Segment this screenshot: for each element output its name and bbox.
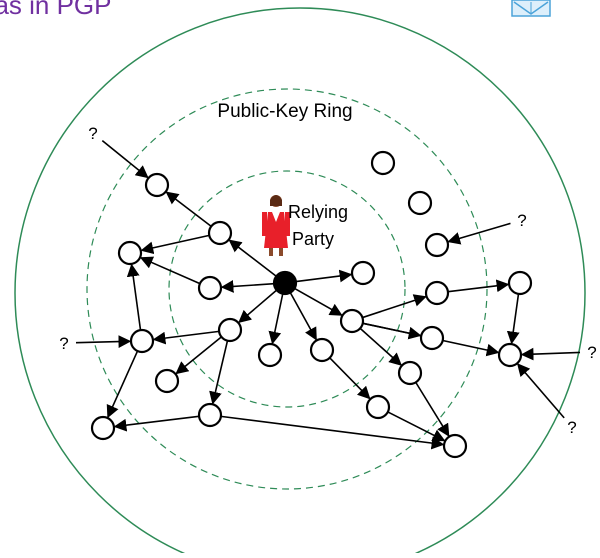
key-node [442, 433, 468, 459]
signature-edge [387, 411, 446, 442]
signature-edge [220, 280, 275, 293]
signature-edge [140, 234, 210, 255]
unknown-signature-edge [101, 139, 149, 179]
unknown-signer-label: ? [59, 334, 68, 353]
nodes [90, 150, 533, 459]
key-node [397, 360, 423, 386]
signature-edge [359, 327, 403, 366]
relying-party-label-1: Relying [288, 202, 348, 222]
signature-edge [506, 293, 520, 345]
trust-ring-outer [86, 88, 488, 490]
edges [106, 191, 520, 450]
unknown-signature-edge [520, 347, 581, 361]
outer-boundary [14, 7, 586, 558]
signature-edge [415, 381, 450, 437]
signature-edge [165, 191, 212, 227]
key-node [424, 232, 450, 258]
signature-edge [295, 269, 353, 283]
key-node [217, 317, 243, 343]
book-icon [511, 0, 551, 17]
unknown-signer-label: ? [587, 343, 596, 362]
unknown-signature-edge [447, 222, 511, 245]
unknown-signature-edge [75, 335, 132, 349]
signature-edge [294, 287, 343, 316]
signature-edge [113, 415, 200, 432]
key-node [424, 280, 450, 306]
signature-edge [289, 292, 317, 341]
signature-edge [268, 293, 284, 345]
key-node [197, 402, 223, 428]
key-node [207, 220, 233, 246]
key-node [350, 260, 376, 286]
relying-party-key-node [272, 270, 298, 296]
signature-edge [209, 340, 229, 405]
unknown-signer-label: ? [567, 418, 576, 437]
signature-edge [106, 350, 139, 419]
signature-edge [238, 289, 278, 324]
key-node [129, 328, 155, 354]
relying-party-label-2: Party [292, 229, 334, 249]
key-node [154, 368, 180, 394]
key-node [419, 325, 445, 351]
signature-edge [175, 336, 222, 375]
signature-edge [228, 239, 277, 277]
key-node [507, 270, 533, 296]
unknown-markers: ????? [59, 124, 596, 437]
slide-title: , as in PGP [0, 0, 112, 20]
signature-edge [152, 330, 220, 345]
key-node [339, 308, 365, 334]
key-node [90, 415, 116, 441]
trust-ring-inner [168, 170, 406, 408]
signature-edge [220, 415, 445, 450]
key-node [197, 275, 223, 301]
signature-edge [126, 263, 142, 331]
key-node [309, 337, 335, 363]
signature-edge [362, 294, 427, 319]
unknown-signer-label: ? [517, 211, 526, 230]
person-icon [262, 195, 290, 256]
signature-edge [329, 357, 371, 400]
key-node [407, 190, 433, 216]
ring-label: Public-Key Ring [217, 101, 352, 122]
signature-edge [139, 256, 201, 285]
key-node [117, 240, 143, 266]
unknown-signer-label: ? [88, 124, 97, 143]
key-node [370, 150, 396, 176]
key-node [144, 172, 170, 198]
key-node [365, 394, 391, 420]
unknown-signature-edge [516, 363, 565, 419]
key-node [497, 342, 523, 368]
key-node [257, 342, 283, 368]
signature-edge [447, 279, 510, 293]
